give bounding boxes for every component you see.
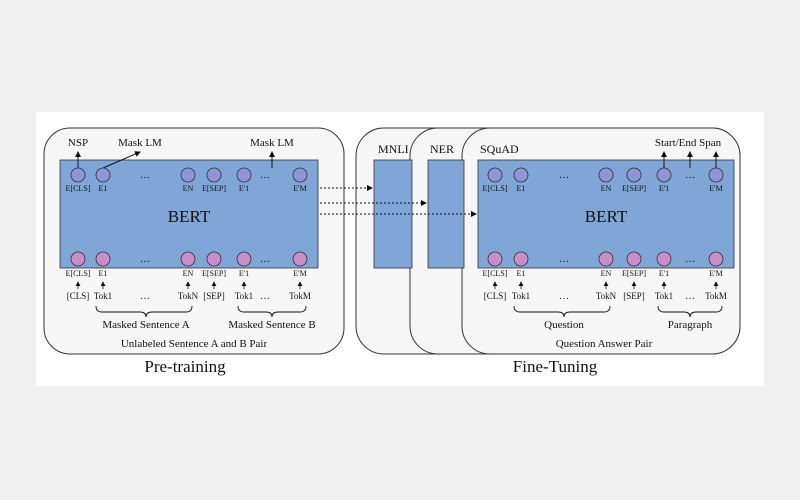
pretraining-caption: Pre-training	[144, 357, 226, 376]
mask-lm-label-1: Mask LM	[118, 137, 162, 149]
segment-a-brace	[95, 305, 193, 318]
embedding-label: E[CLS]	[66, 184, 91, 193]
token-ellipsis: …	[260, 291, 270, 302]
token-label: Tok1	[235, 291, 253, 301]
embedding-bottom-sep: E[SEP]	[202, 251, 226, 278]
task-label-squad: SQuAD	[480, 142, 519, 156]
embedding-label: E'M	[293, 184, 306, 193]
embedding-ellipsis: …	[140, 254, 150, 265]
finetuning-tokens: [CLS] Tok1 … TokN [SEP] Tok1 … TokM	[484, 281, 727, 302]
embedding-ellipsis: …	[559, 170, 569, 181]
segment-b-brace	[237, 305, 307, 318]
embedding-bottom-1: E1	[95, 251, 111, 278]
finetuning-top-embeddings: E[CLS] E1 … EN E[SEP] E'1 … E'M	[483, 167, 724, 193]
embedding-label: E1	[517, 269, 526, 278]
embedding-ellipsis: …	[260, 170, 270, 181]
task-label-mnli: MNLI	[378, 142, 409, 156]
embedding-label: E[SEP]	[622, 269, 646, 278]
token-label: Tok1	[94, 291, 112, 301]
embedding-top-sep: E[SEP]	[202, 167, 226, 193]
pretraining-bert-label: BERT	[168, 207, 211, 226]
token-ellipsis: …	[559, 291, 569, 302]
finetuning-bottom-embeddings: E[CLS] E1 … EN E[SEP] E'1 … E'M	[483, 251, 724, 278]
token-label: [CLS]	[484, 291, 507, 301]
embedding-ellipsis: …	[260, 254, 270, 265]
embedding-label: E'1	[659, 269, 669, 278]
embedding-label: E'1	[239, 269, 249, 278]
segment-a-label: Masked Sentence A	[102, 319, 189, 331]
token-label: [SEP]	[203, 291, 225, 301]
task-label-ner: NER	[430, 142, 454, 156]
embedding-top-n: EN	[180, 167, 196, 193]
token-label: Tok1	[655, 291, 673, 301]
embedding-label: E'M	[293, 269, 306, 278]
embedding-bottom-b1: E'1	[236, 251, 252, 278]
embedding-ellipsis: …	[140, 170, 150, 181]
embedding-bottom-cls: E[CLS]	[66, 251, 91, 278]
token-label: TokM	[289, 291, 311, 301]
pretraining-top-embeddings: E[CLS] E1 … EN E[SEP] E'1 … E'M	[66, 167, 308, 193]
embedding-label: E'1	[659, 184, 669, 193]
embedding-ellipsis: …	[559, 254, 569, 265]
embedding-top-bm: E'M	[292, 167, 308, 193]
token-label: [SEP]	[623, 291, 645, 301]
finetuning-pair-label: Question Answer Pair	[556, 338, 653, 350]
embedding-bottom-bm: E'M	[292, 251, 308, 278]
embedding-label: E'1	[239, 184, 249, 193]
token-label: TokN	[596, 291, 617, 301]
pretraining-pair-label: Unlabeled Sentence A and B Pair	[121, 338, 268, 350]
embedding-label: E[CLS]	[483, 269, 508, 278]
token-ellipsis: …	[140, 291, 150, 302]
embedding-ellipsis: …	[685, 170, 695, 181]
embedding-ellipsis: …	[685, 254, 695, 265]
embedding-label: E1	[517, 184, 526, 193]
token-label: TokM	[705, 291, 727, 301]
embedding-label: EN	[183, 269, 194, 278]
embedding-label: E[CLS]	[66, 269, 91, 278]
embedding-top-cls: E[CLS]	[66, 167, 91, 193]
embedding-label: EN	[601, 269, 612, 278]
finetuning-bert-label: BERT	[585, 207, 628, 226]
embedding-top-b1: E'1	[236, 167, 252, 193]
embedding-label: E[CLS]	[483, 184, 508, 193]
output-span-label: Start/End Span	[655, 137, 722, 149]
embedding-bottom-n: EN	[180, 251, 196, 278]
token-label: Tok1	[512, 291, 530, 301]
embedding-top-1: E1	[95, 167, 111, 193]
embedding-label: E'M	[709, 269, 722, 278]
paragraph-brace	[657, 305, 723, 318]
nsp-label: NSP	[68, 137, 88, 149]
token-label: TokN	[178, 291, 199, 301]
embedding-label: EN	[601, 184, 612, 193]
pretraining-tokens: [CLS] Tok1 … TokN [SEP] Tok1 … TokM	[67, 281, 311, 302]
embedding-label: E[SEP]	[202, 269, 226, 278]
embedding-label: E[SEP]	[202, 184, 226, 193]
question-brace	[513, 305, 611, 318]
embedding-label: E[SEP]	[622, 184, 646, 193]
token-ellipsis: …	[685, 291, 695, 302]
paragraph-label: Paragraph	[668, 319, 713, 331]
embedding-label: E'M	[709, 184, 722, 193]
finetuning-caption: Fine-Tuning	[513, 357, 598, 376]
token-label: [CLS]	[67, 291, 90, 301]
question-label: Question	[544, 319, 584, 331]
embedding-label: E1	[99, 184, 108, 193]
mask-lm-arrow-1	[102, 151, 141, 169]
segment-b-label: Masked Sentence B	[228, 319, 315, 331]
mask-lm-label-2: Mask LM	[250, 137, 294, 149]
embedding-label: EN	[183, 184, 194, 193]
pretraining-bottom-embeddings: E[CLS] E1 … EN E[SEP] E'1 … E'M	[66, 251, 308, 278]
embedding-label: E1	[99, 269, 108, 278]
